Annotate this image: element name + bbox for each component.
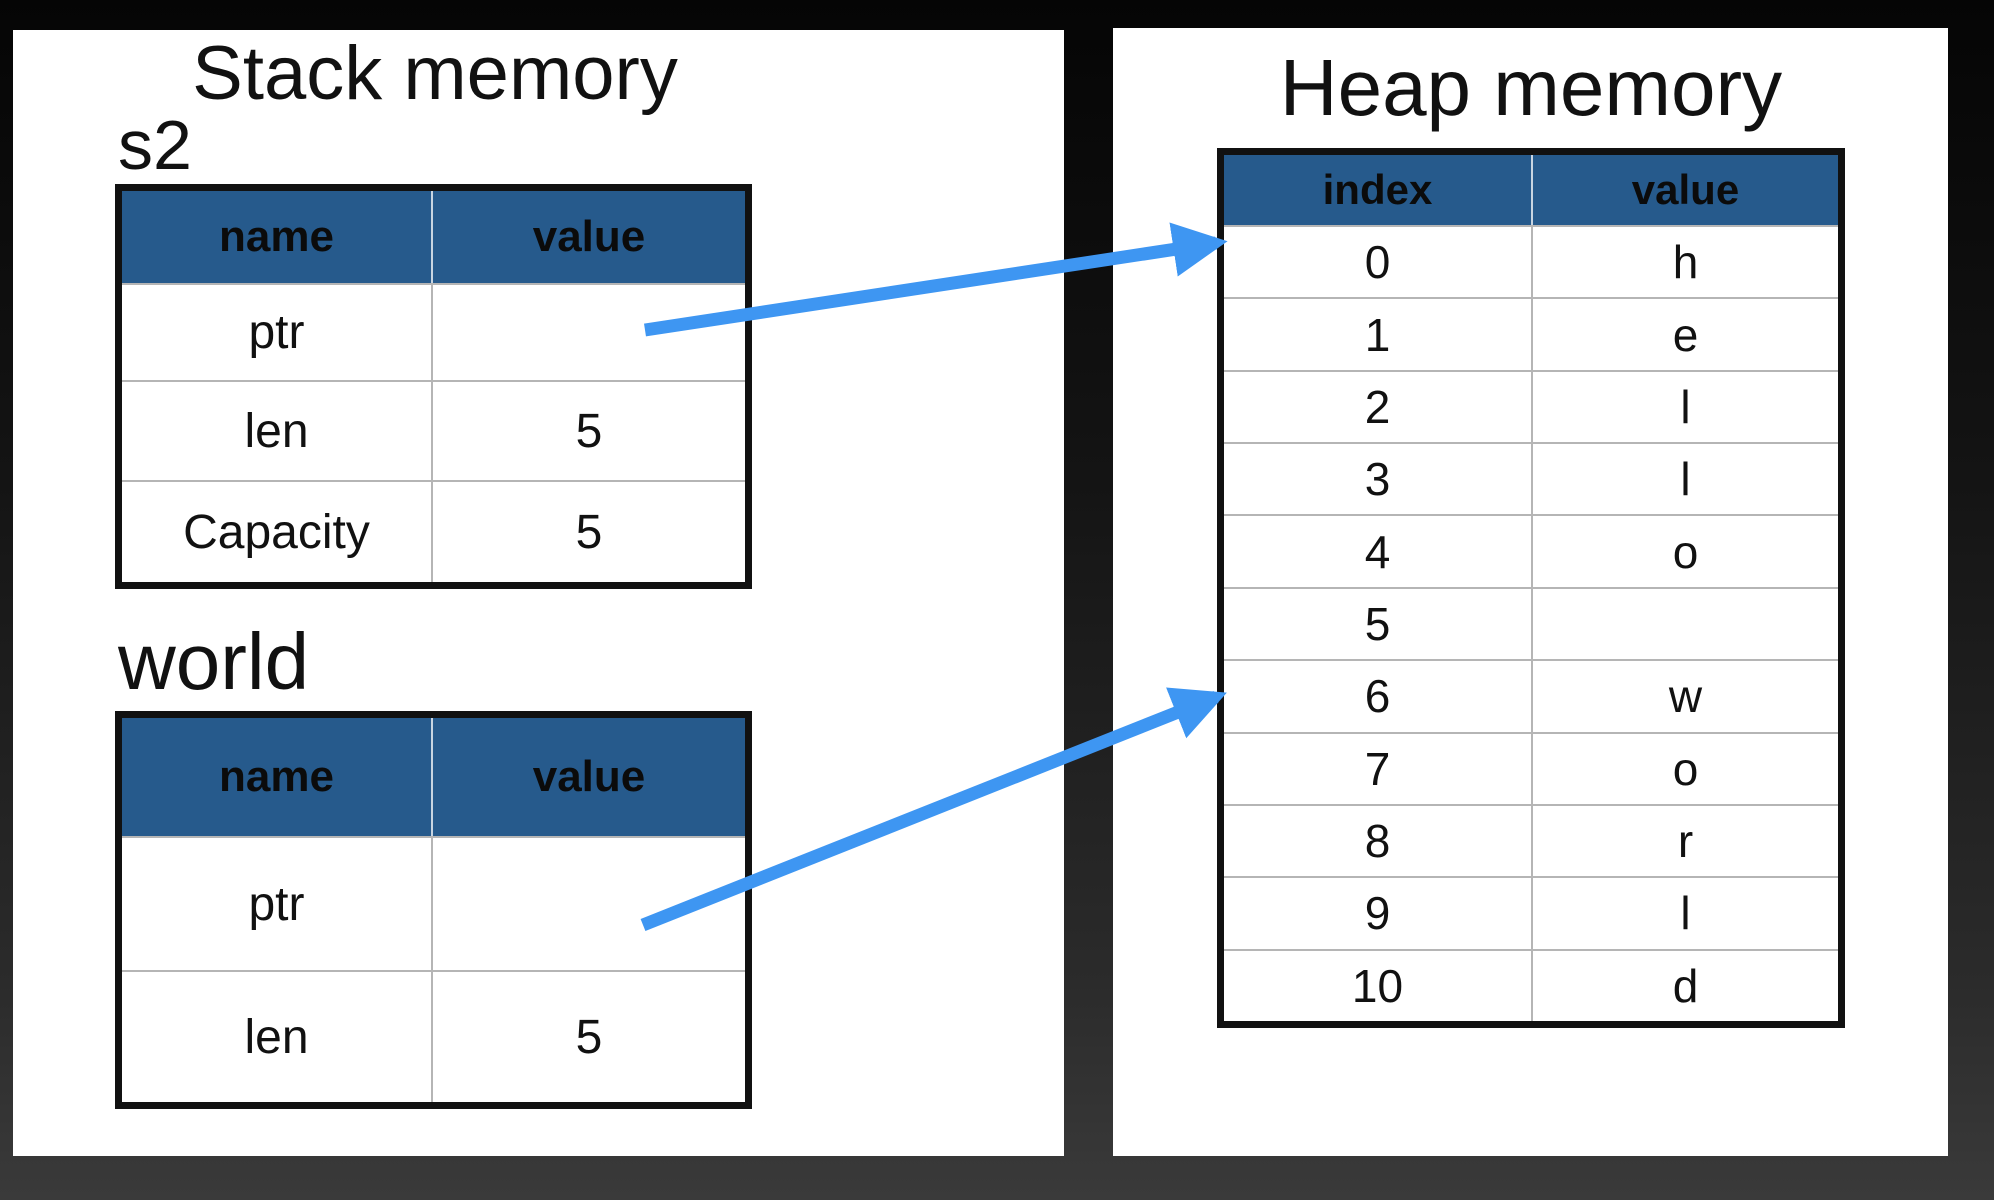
column-header-value: value bbox=[431, 191, 745, 283]
variable-label-world: world bbox=[118, 617, 310, 706]
heap-cell-value: l bbox=[1531, 442, 1838, 515]
heap-memory-panel: Heap memory index value 0 h 1 e 2 l 3 l … bbox=[1113, 28, 1948, 1156]
heap-cell-value: w bbox=[1531, 659, 1838, 732]
heap-cell-value: o bbox=[1531, 514, 1838, 587]
heap-cell-index: 3 bbox=[1224, 442, 1531, 514]
s2-struct-table: name value ptr len 5 Capacity 5 bbox=[115, 184, 752, 589]
heap-cell-index: 4 bbox=[1224, 514, 1531, 586]
heap-cell-index: 1 bbox=[1224, 297, 1531, 369]
table-cell-field-value bbox=[431, 836, 745, 970]
stack-memory-panel: Stack memory s2 name value ptr len 5 Cap… bbox=[13, 30, 1064, 1156]
heap-cell-value: r bbox=[1531, 803, 1838, 877]
heap-cell-value: l bbox=[1531, 369, 1838, 443]
heap-cell-value bbox=[1531, 586, 1838, 660]
heap-cell-index: 9 bbox=[1224, 876, 1531, 948]
column-header-value: value bbox=[1531, 155, 1838, 225]
heap-cell-index: 0 bbox=[1224, 225, 1531, 297]
heap-cell-value: l bbox=[1531, 876, 1838, 949]
heap-cell-value: d bbox=[1531, 948, 1838, 1021]
table-cell-field-value bbox=[431, 283, 745, 380]
heap-panel-title: Heap memory bbox=[1279, 43, 1783, 132]
heap-cell-index: 6 bbox=[1224, 659, 1531, 731]
table-cell-field-name: len bbox=[122, 970, 431, 1102]
heap-cell-value: e bbox=[1531, 297, 1838, 370]
column-header-name: name bbox=[122, 718, 431, 836]
heap-cell-index: 8 bbox=[1224, 803, 1531, 876]
heap-cell-value: o bbox=[1531, 731, 1838, 804]
heap-cell-index: 7 bbox=[1224, 731, 1531, 804]
table-cell-field-value: 5 bbox=[431, 480, 745, 582]
column-header-name: name bbox=[122, 191, 431, 283]
table-cell-field-name: Capacity bbox=[122, 480, 431, 582]
column-header-value: value bbox=[431, 718, 745, 836]
table-cell-field-name: ptr bbox=[122, 283, 431, 380]
table-cell-field-name: len bbox=[122, 380, 431, 480]
world-struct-table: name value ptr len 5 bbox=[115, 711, 752, 1109]
heap-cell-index: 2 bbox=[1224, 369, 1531, 442]
heap-cell-index: 5 bbox=[1224, 586, 1531, 659]
heap-buffer-table: index value 0 h 1 e 2 l 3 l 4 o 5 6 w 7 … bbox=[1217, 148, 1845, 1028]
heap-cell-index: 10 bbox=[1224, 948, 1531, 1021]
heap-cell-value: h bbox=[1531, 225, 1838, 298]
stack-panel-title: Stack memory bbox=[192, 31, 678, 116]
variable-label-s2: s2 bbox=[118, 106, 192, 184]
table-cell-field-value: 5 bbox=[431, 970, 745, 1102]
table-cell-field-value: 5 bbox=[431, 380, 745, 480]
table-cell-field-name: ptr bbox=[122, 836, 431, 970]
column-header-index: index bbox=[1224, 155, 1531, 225]
